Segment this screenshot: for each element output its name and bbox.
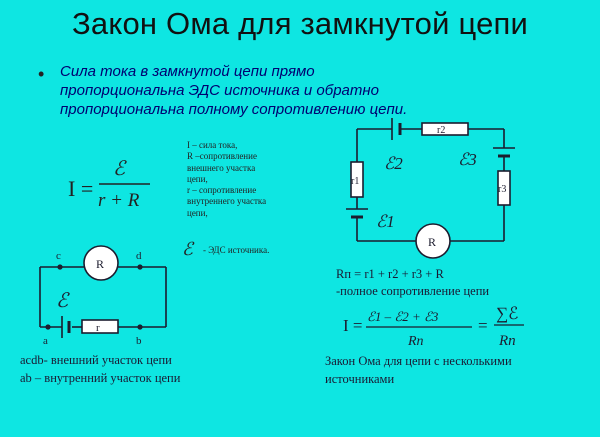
- node-a: [45, 324, 51, 330]
- node-c: [57, 264, 63, 270]
- resistor-R-circle: [83, 245, 119, 281]
- statement-text: Сила тока в замкнутой цепи прямо пропорц…: [60, 63, 408, 118]
- legend-line: R –сопротивление: [187, 151, 257, 162]
- formula2-rhs-denominator: Rп: [498, 333, 516, 349]
- resistor-R2-circle: [415, 223, 451, 259]
- circuit2: [346, 118, 515, 259]
- emf3-label: ℰ3: [458, 150, 477, 169]
- caption-internal: ab – внутренний участок цепи: [20, 371, 181, 385]
- legend-line: I – сила тока,: [187, 140, 238, 150]
- legend-line: внутреннего участка: [187, 196, 267, 207]
- resistor-r: [81, 319, 119, 334]
- formula1-lhs: I =: [68, 176, 93, 201]
- emf-symbol: ℰ: [182, 239, 195, 259]
- node-d-label: d: [136, 250, 142, 262]
- multi-source-caption: Закон Ома для цепи с несколькими источни…: [325, 354, 512, 386]
- resistor-R-label: R: [96, 257, 104, 271]
- node-c-label: c: [56, 250, 61, 262]
- total-resistance: Rп = r1 + r2 + r3 + R: [336, 267, 444, 281]
- emf1-label: ℰ1: [376, 212, 395, 231]
- node-b: [137, 324, 143, 330]
- circuit1: [39, 245, 167, 338]
- formula-legend: I – сила тока, R –сопротивление внешнего…: [187, 140, 307, 219]
- circuit2-R-label: R: [428, 235, 436, 249]
- emf2-label: ℰ2: [384, 154, 403, 173]
- formula2-sum: ∑ℰ: [496, 304, 518, 323]
- caption-external: acdb- внешний участок цепи: [20, 353, 172, 367]
- legend-line: r – сопротивление: [187, 185, 257, 196]
- formula1-denominator: r + R: [98, 190, 140, 211]
- resistor-r3: [497, 170, 511, 206]
- bullet-marker: •: [38, 64, 45, 84]
- page-title: Закон Ома для замкнутой цепи: [71, 6, 529, 41]
- node-d: [137, 264, 143, 270]
- total-resistance-note: -полное сопротивление цепи: [336, 284, 490, 298]
- resistor-r1: [350, 161, 364, 198]
- legend-line: цепи,: [187, 207, 208, 218]
- formula2-equals: =: [478, 316, 488, 335]
- formula2-lhs: I =: [343, 316, 363, 335]
- formula1-numerator: ℰ: [113, 158, 127, 180]
- node-a-label: a: [43, 335, 48, 347]
- emf-note: - ЭДС источника.: [203, 245, 270, 255]
- r1-label: r1: [351, 176, 359, 187]
- circuit1-captions: acdb- внешний участок цепи ab – внутренн…: [20, 351, 180, 387]
- resistor-r-label: r: [96, 322, 100, 334]
- formula2-numerator: ℰ1 – ℰ2 + ℰ3: [367, 309, 439, 324]
- r2-label: r2: [437, 125, 445, 136]
- node-b-label: b: [136, 335, 142, 347]
- legend-line: цепи,: [187, 173, 208, 184]
- formula2-denominator: Rп: [407, 334, 424, 349]
- r3-label: r3: [498, 184, 506, 195]
- circuit1-nodes: [45, 264, 143, 330]
- resistor-r2: [421, 122, 469, 136]
- legend-line: внешнего участка: [187, 162, 256, 173]
- circuit1-emf-label: ℰ: [56, 290, 70, 312]
